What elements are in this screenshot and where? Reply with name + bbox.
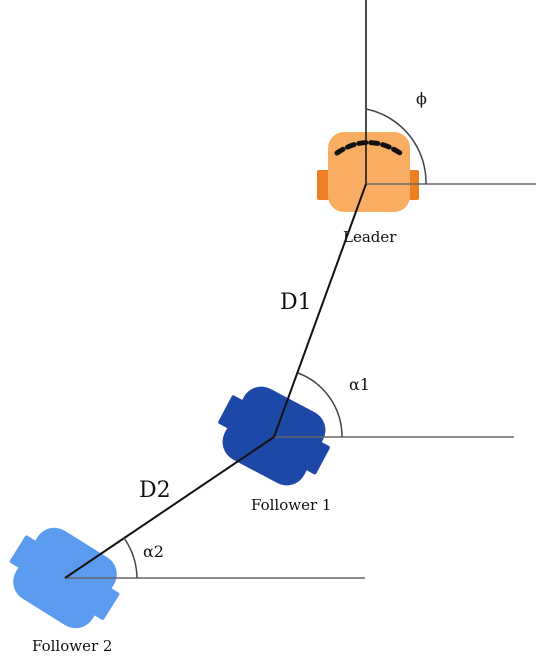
phi-angle-arc [365, 108, 427, 185]
d2-label: D2 [139, 478, 171, 503]
alpha2-angle-arc [123, 537, 138, 579]
d1-label: D1 [280, 290, 312, 315]
alpha2-label: α2 [143, 542, 164, 561]
phi-label: ϕ [416, 89, 427, 108]
distance-line-d2 [64, 436, 275, 579]
alpha1-angle-arc [297, 372, 343, 438]
follower2-label: Follower 2 [32, 637, 112, 655]
leader-front-marks [334, 140, 403, 156]
follower1-right-wheel [303, 440, 330, 475]
leader-robot [317, 132, 419, 212]
alpha1-label: α1 [349, 375, 370, 394]
follower1-label: Follower 1 [251, 496, 331, 514]
leader-label: Leader [343, 228, 397, 246]
leader-left-wheel [317, 170, 331, 200]
leader-body [328, 132, 410, 212]
follower2-right-wheel [92, 586, 120, 620]
distance-line-d1 [273, 183, 367, 438]
follower1-left-wheel [218, 395, 245, 429]
follower2-left-wheel [9, 535, 38, 569]
